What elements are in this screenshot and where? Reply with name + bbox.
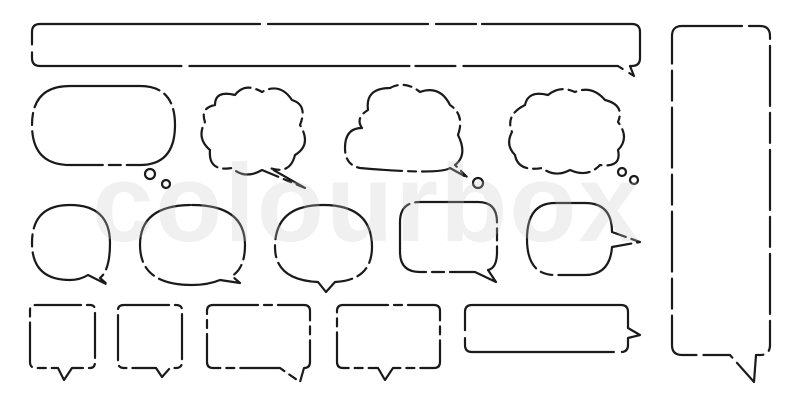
cloud-bubble-1 [200,86,307,190]
speech-bubble-wide-rect [463,303,642,354]
cloud-bubble-2 [343,83,470,180]
thought-dot-large [143,167,157,181]
speech-bubble-square-1 [28,303,97,382]
speech-bubble-tall-rect [670,24,772,384]
cloud-bubble-3 [508,88,626,175]
speech-bubble-rect-2 [335,303,442,382]
speech-bubble-pill-right-tail [525,201,642,277]
speech-bubble-ellipse-bottom-tail [273,203,374,294]
thought-dot-small [628,174,640,186]
thought-dot-large [616,166,628,178]
speech-bubble-square-2 [116,303,184,379]
speech-bubble-rect-1 [205,303,312,384]
speech-bubble-long-rect [30,22,642,78]
thought-dot-small [160,178,172,190]
thought-dot [471,176,485,190]
speech-bubble-rounded-rect [398,200,499,284]
speech-bubble-circle [30,203,112,287]
speech-bubble-ellipse [138,203,247,287]
thought-bubble-oval [30,84,177,167]
